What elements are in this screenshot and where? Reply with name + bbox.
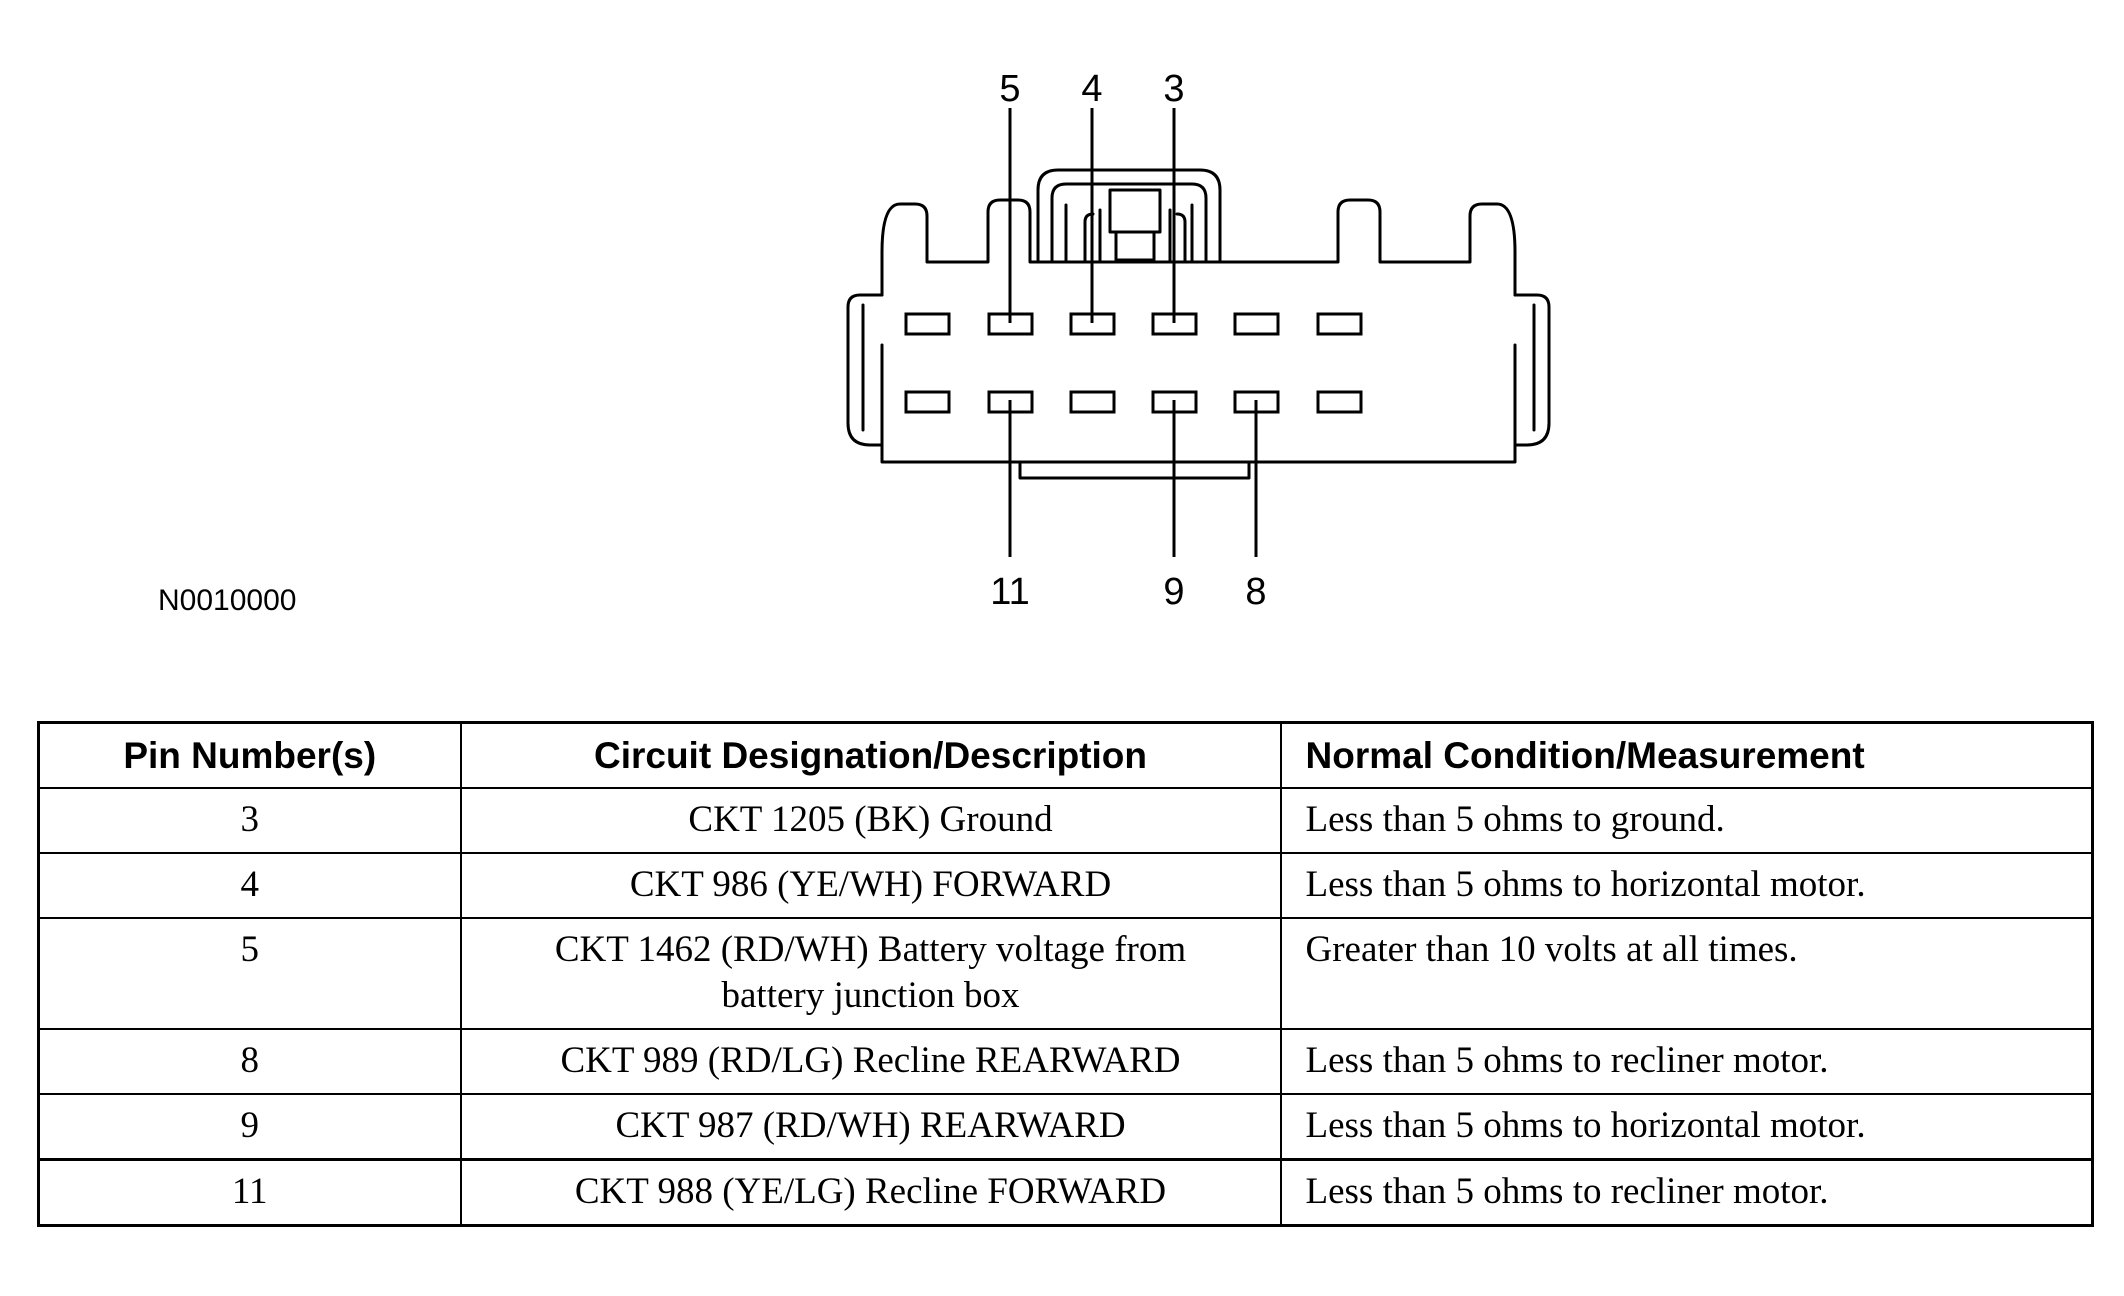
table-row: 8 CKT 989 (RD/LG) Recline REARWARD Less …: [37, 1028, 2094, 1095]
cell-description: CKT 986 (YE/WH) FORWARD: [459, 852, 1282, 919]
connector-body: [846, 168, 1551, 480]
pin-cavities-bottom-row: [904, 390, 1363, 414]
description-line: CKT 989 (RD/LG) Recline REARWARD: [560, 1040, 1181, 1081]
table-row: 9 CKT 987 (RD/WH) REARWARD Less than 5 o…: [37, 1093, 2094, 1161]
pin-label-9: 9: [1163, 571, 1184, 613]
table-row: 3 CKT 1205 (BK) Ground Less than 5 ohms …: [37, 787, 2094, 854]
cell-description: CKT 1205 (BK) Ground: [459, 787, 1282, 854]
cell-pin: 8: [37, 1028, 462, 1095]
cell-description: CKT 1462 (RD/WH) Battery voltage from bat…: [459, 917, 1282, 1030]
description-line: CKT 986 (YE/WH) FORWARD: [629, 864, 1112, 905]
description-line: CKT 988 (YE/LG) Recline FORWARD: [574, 1171, 1167, 1212]
header-circuit-designation: Circuit Designation/Description: [459, 721, 1282, 789]
description-line: CKT 987 (RD/WH) REARWARD: [615, 1105, 1126, 1146]
connector-diagram: 5 4 3 11 9 8 N0010000: [158, 68, 1551, 617]
description-line: battery junction box: [721, 975, 1020, 1016]
pin-label-3: 3: [1163, 68, 1184, 110]
pin-label-5: 5: [999, 68, 1020, 110]
description-line: CKT 1205 (BK) Ground: [688, 799, 1053, 840]
cell-measurement: Less than 5 ohms to recliner motor.: [1279, 1158, 2094, 1227]
cell-measurement: Less than 5 ohms to horizontal motor.: [1279, 1093, 2094, 1161]
table-row: 11 CKT 988 (YE/LG) Recline FORWARD Less …: [37, 1158, 2094, 1227]
header-normal-condition: Normal Condition/Measurement: [1279, 721, 2094, 789]
cell-pin: 9: [37, 1093, 462, 1161]
cell-pin: 4: [37, 852, 462, 919]
table-row: 4 CKT 986 (YE/WH) FORWARD Less than 5 oh…: [37, 852, 2094, 919]
header-pin-number: Pin Number(s): [37, 721, 462, 789]
cell-description: CKT 989 (RD/LG) Recline REARWARD: [459, 1028, 1282, 1095]
cell-description: CKT 987 (RD/WH) REARWARD: [459, 1093, 1282, 1161]
description-line: CKT 1462 (RD/WH) Battery voltage from: [554, 929, 1187, 970]
cell-description: CKT 988 (YE/LG) Recline FORWARD: [459, 1158, 1282, 1227]
cell-pin: 3: [37, 787, 462, 854]
pin-table: Pin Number(s) Circuit Designation/Descri…: [37, 721, 2094, 1227]
pin-cavities-top-row: [904, 312, 1363, 336]
pin-leader-lines: [1008, 108, 1258, 557]
pin-label-8: 8: [1245, 571, 1266, 613]
table-header-row: Pin Number(s) Circuit Designation/Descri…: [37, 721, 2094, 789]
pin-label-4: 4: [1081, 68, 1102, 110]
cell-pin: 5: [37, 917, 462, 1030]
pin-label-11: 11: [990, 571, 1029, 613]
cell-measurement: Less than 5 ohms to horizontal motor.: [1279, 852, 2094, 919]
figure-id: N0010000: [158, 584, 296, 617]
cell-measurement: Greater than 10 volts at all times.: [1279, 917, 2094, 1030]
cell-pin: 11: [37, 1158, 462, 1227]
table-row: 5 CKT 1462 (RD/WH) Battery voltage from b…: [37, 917, 2094, 1030]
cell-measurement: Less than 5 ohms to recliner motor.: [1279, 1028, 2094, 1095]
cell-measurement: Less than 5 ohms to ground.: [1279, 787, 2094, 854]
